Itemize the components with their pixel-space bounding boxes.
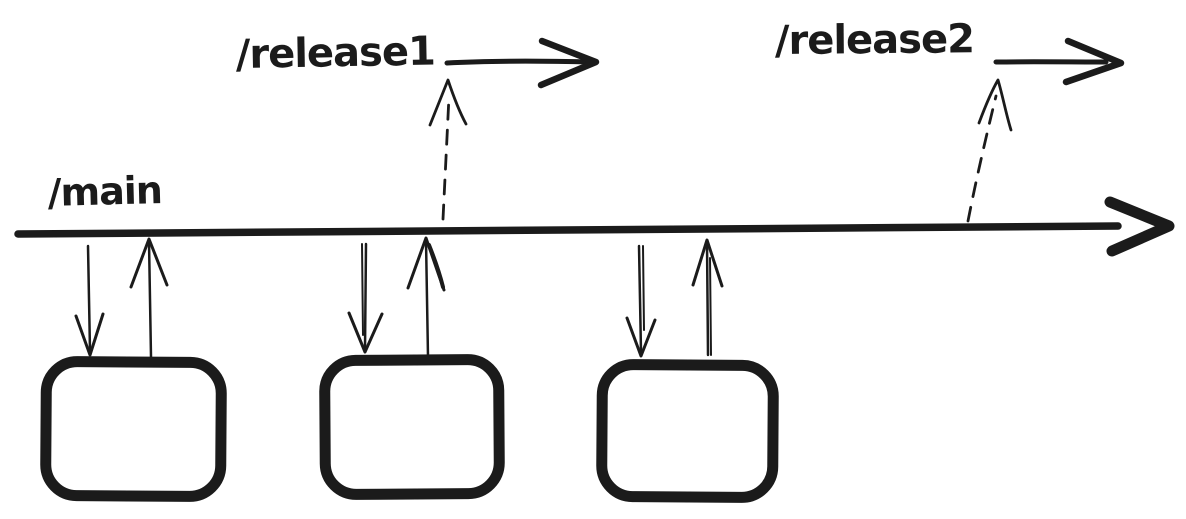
commit2-down-arrow-shaft xyxy=(363,242,368,351)
main-branch-arrowhead-icon xyxy=(1104,196,1175,257)
release2-branch-arrowhead-icon xyxy=(1062,37,1125,86)
commit3-up-arrowhead-icon xyxy=(691,238,724,288)
release1-branch-label: /release1 xyxy=(235,29,435,78)
release2-branch: /release2 xyxy=(775,16,1125,223)
commit3-down-arrowhead-icon xyxy=(625,316,657,358)
commit3-up-arrow-shaft-echo xyxy=(709,257,712,356)
commit2-down-arrow-shaft-echo xyxy=(361,243,364,336)
release2-branch-split-arrowhead-icon xyxy=(977,78,1013,132)
commit1-down-arrowhead-icon xyxy=(74,312,105,357)
commit-group-3 xyxy=(596,238,779,503)
commit1-up-arrow-shaft xyxy=(147,239,153,359)
release1-branch-arrowhead-icon xyxy=(537,37,600,89)
commit3-up-arrow-shaft xyxy=(705,240,710,357)
release2-branch-label: /release2 xyxy=(775,16,974,64)
commit2-down-arrowhead-icon xyxy=(347,311,384,354)
main-branch-line xyxy=(14,222,1122,238)
release2-branch-dashed-line xyxy=(966,94,998,223)
release1-branch-dashed-line xyxy=(441,94,451,221)
commit3-box xyxy=(596,359,779,503)
commit1-down-arrow-shaft xyxy=(86,244,92,353)
commit3-down-arrow-shaft-echo xyxy=(642,245,645,331)
commit1-box xyxy=(40,356,227,502)
commit-group-2 xyxy=(319,236,505,500)
release1-branch: /release1 xyxy=(235,29,600,221)
commit3-down-arrow-shaft xyxy=(637,244,643,354)
commit2-up-arrowhead-echo xyxy=(427,243,445,289)
main-branch-label: /main xyxy=(47,168,162,215)
commit1-up-arrowhead-icon xyxy=(129,237,169,289)
release1-branch-split-arrowhead-icon xyxy=(428,78,468,127)
commit2-up-arrow-shaft xyxy=(424,238,430,359)
main-branch: /main xyxy=(14,168,1175,257)
release1-branch-line xyxy=(444,58,595,66)
commit-group-1 xyxy=(40,237,227,502)
commit2-box xyxy=(319,354,505,500)
